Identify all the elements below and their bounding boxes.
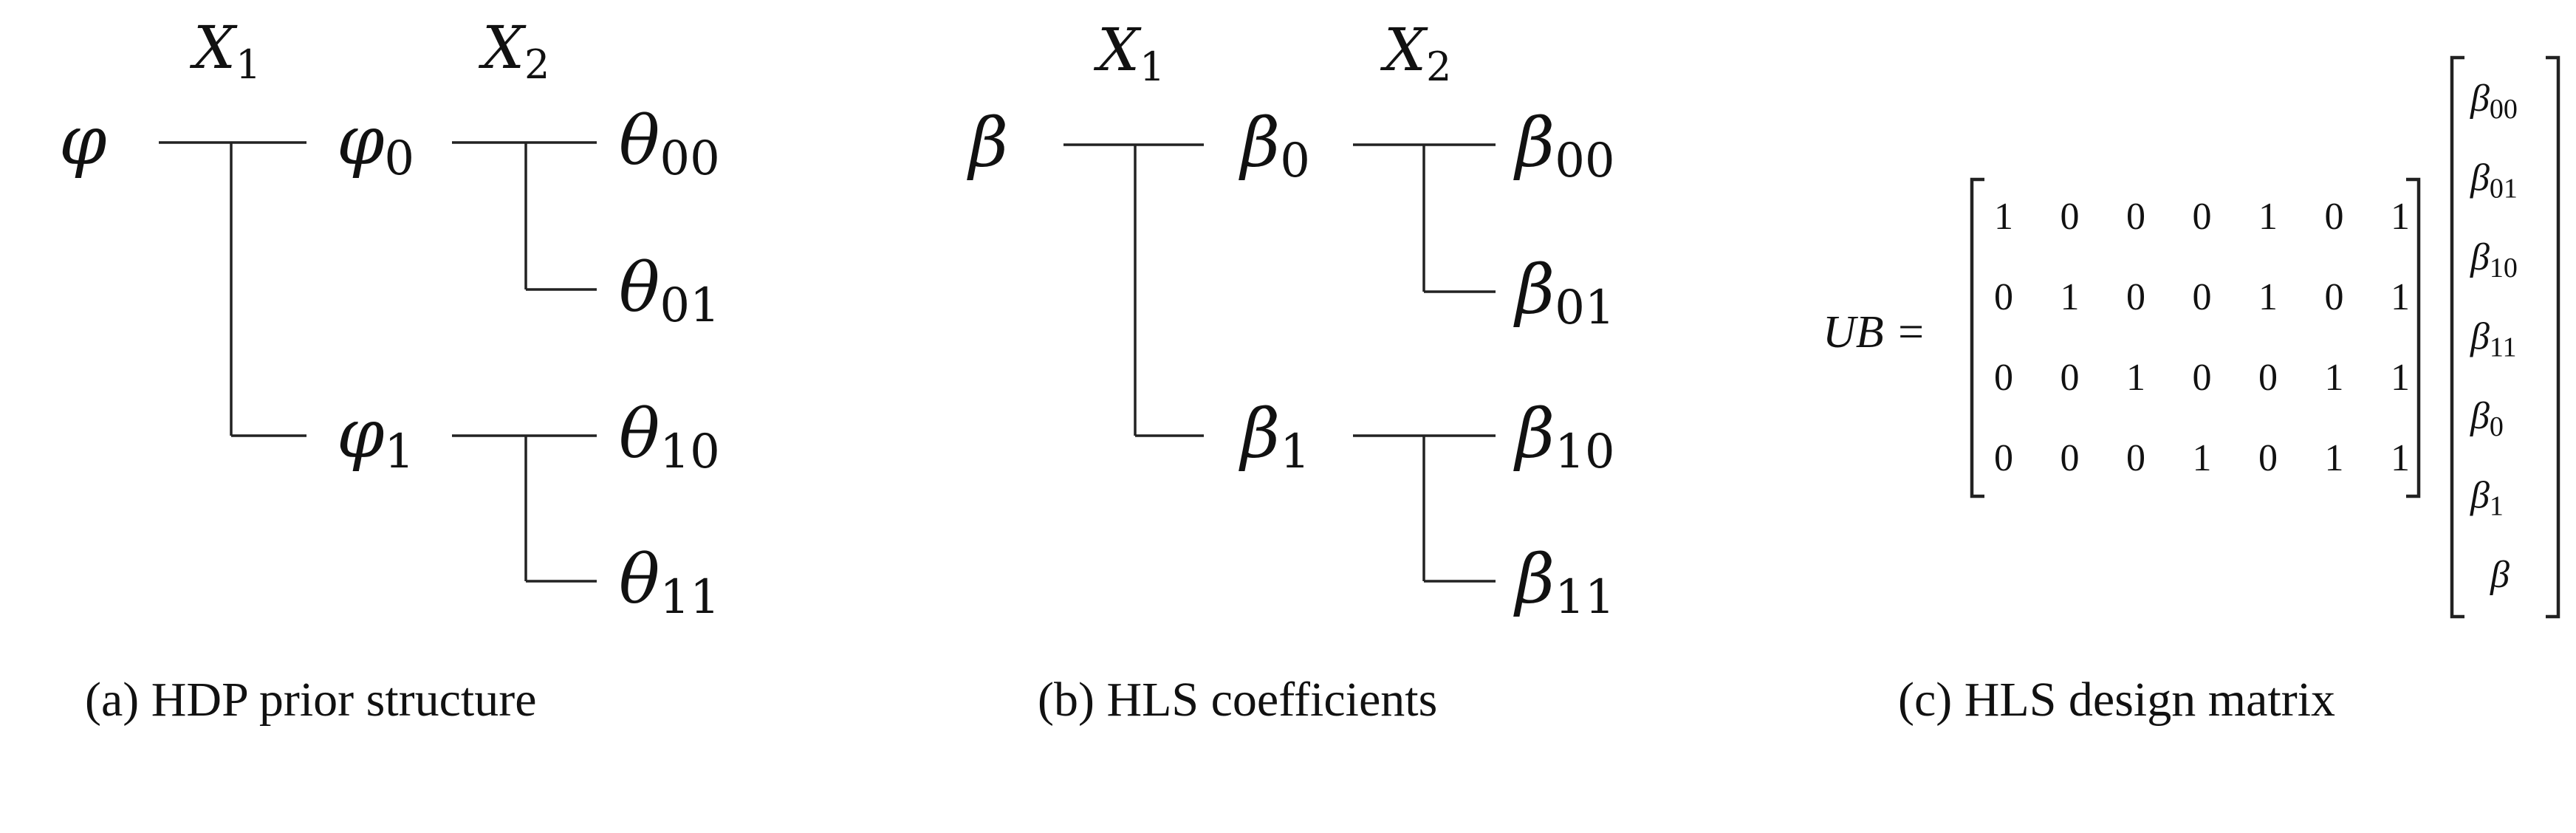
matrix-cell: 1 (2258, 196, 2278, 238)
leaf-node: θ10 (619, 394, 720, 479)
matrix-cell: 1 (2325, 357, 2344, 399)
leaf-node: β10 (1513, 394, 1615, 479)
vector-right-bracket (2546, 55, 2560, 619)
matrix-right-bracket (2406, 177, 2421, 498)
header-x2: X2 (1380, 16, 1451, 90)
vector-entry: β0 (2470, 395, 2504, 442)
vector-entry: β01 (2470, 157, 2518, 205)
equation-lhs: UB = (1823, 307, 1926, 357)
matrix-cell: 1 (2391, 357, 2410, 399)
matrix-cell: 0 (2061, 196, 2080, 238)
leaf-node: β11 (1513, 540, 1615, 625)
leaf-node: β00 (1513, 103, 1615, 188)
matrix-cell: 0 (2258, 437, 2278, 479)
leaf-node: θ11 (619, 540, 720, 625)
matrix-cell: 0 (2325, 276, 2344, 318)
tree-diagram-a: X1 X2 φ φ0 φ1 θ00 θ01 θ10 θ11 (59, 13, 720, 625)
matrix-cell: 1 (2325, 437, 2344, 479)
level1-node: φ1 (337, 394, 414, 479)
matrix-cell: 1 (2061, 276, 2080, 318)
panel-hls-coefficients: X1 X2 β β0 β1 β00 β01 β10 β11 (b) HLS co… (886, 0, 1772, 833)
root-node: β (967, 103, 1008, 182)
matrix-cell: 0 (1994, 276, 2013, 318)
matrix-cell: 1 (2193, 437, 2212, 479)
matrix-left-bracket (1970, 177, 1984, 498)
matrix-cell: 0 (2061, 357, 2080, 399)
matrix-cell: 0 (2193, 276, 2212, 318)
matrix-cell: 0 (2126, 196, 2145, 238)
matrix-cell: 0 (2325, 196, 2344, 238)
caption: (a) HDP prior structure (85, 673, 537, 727)
vector-entry: β1 (2470, 475, 2504, 522)
matrix-cell: 1 (1994, 196, 2013, 238)
leaf-node: θ01 (619, 248, 720, 333)
matrix-cell: 0 (2193, 357, 2212, 399)
vector-entry: β11 (2470, 316, 2517, 363)
matrix-cell: 0 (2258, 357, 2278, 399)
header-x1: X1 (1093, 16, 1165, 90)
level1-node: β1 (1239, 394, 1310, 479)
vector-entry: β (2490, 554, 2510, 596)
matrix-cell: 1 (2391, 276, 2410, 318)
matrix-cell: 1 (2391, 437, 2410, 479)
root-node: φ (59, 101, 107, 180)
header-x1: X1 (189, 13, 261, 88)
leaf-node: β01 (1513, 250, 1615, 335)
tree-diagram-b: X1 X2 β β0 β1 β00 β01 β10 β11 (967, 16, 1615, 625)
coefficient-vector: β00 β01 β10 β11 β0 β1 β (2470, 78, 2518, 596)
level1-node: β0 (1239, 103, 1310, 188)
vector-left-bracket (2450, 55, 2464, 619)
matrix-cell: 1 (2258, 276, 2278, 318)
header-x2: X2 (478, 13, 549, 88)
leaf-node: θ00 (619, 101, 720, 186)
matrix-cell: 0 (1994, 437, 2013, 479)
caption: (c) HLS design matrix (1898, 673, 2336, 727)
matrix-cell: 0 (2126, 437, 2145, 479)
matrix-body: 1 0 0 0 1 0 1 0 1 0 0 1 0 1 0 0 1 0 0 1 1 0 0 0 1 0 1 1 (1994, 196, 2410, 479)
level1-node: φ0 (337, 101, 414, 186)
matrix-cell: 0 (2193, 196, 2212, 238)
panel-hdp-prior-structure: X1 X2 φ φ0 φ1 θ00 θ01 θ10 θ11 (a) HDP pr… (0, 0, 886, 833)
caption: (b) HLS coefficients (1038, 673, 1438, 727)
matrix-cell: 1 (2126, 357, 2145, 399)
vector-entry: β00 (2470, 78, 2518, 125)
matrix-cell: 0 (1994, 357, 2013, 399)
matrix-cell: 0 (2061, 437, 2080, 479)
tree-connectors (159, 141, 597, 583)
matrix-cell: 0 (2126, 276, 2145, 318)
matrix-cell: 1 (2391, 196, 2410, 238)
tree-connectors (1063, 143, 1496, 583)
vector-entry: β10 (2470, 236, 2518, 284)
